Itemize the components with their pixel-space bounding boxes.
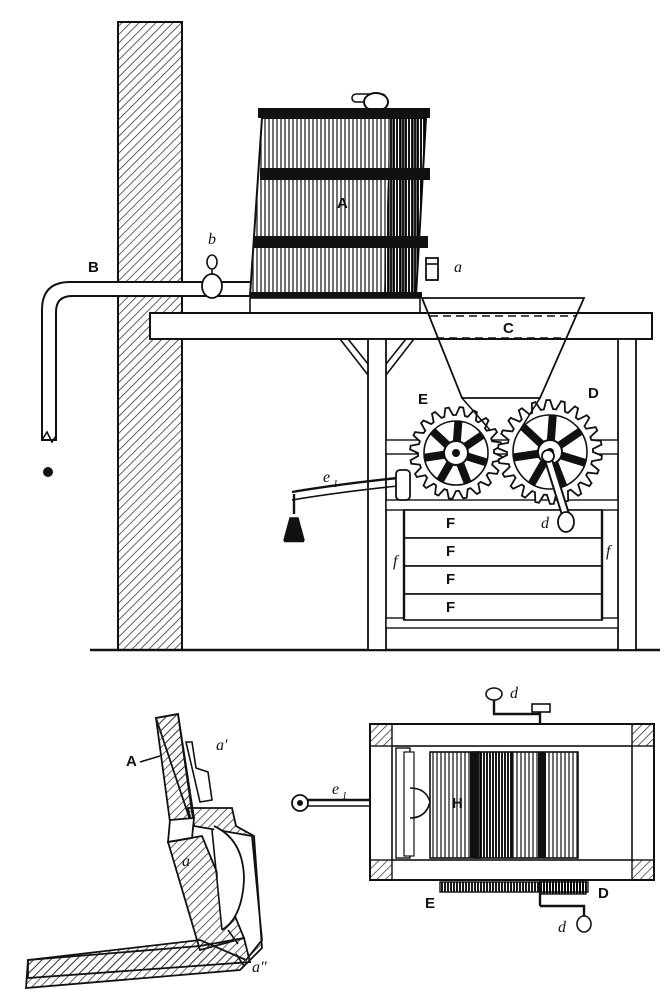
label-gear-e-plan: E — [425, 895, 435, 912]
label-valve-b: b — [208, 231, 216, 248]
crank-d-top — [485, 687, 551, 724]
crank-d-bottom — [538, 880, 592, 933]
crank-d — [541, 449, 575, 533]
label-valve-a: a — [454, 259, 462, 276]
label-board-f: F — [446, 515, 455, 532]
label-a-prime: a′ — [216, 737, 228, 754]
label-gear-e: E — [418, 391, 428, 408]
gear-strip — [439, 879, 589, 895]
lever-e1-plan — [291, 794, 370, 812]
label-pipe-b: B — [88, 259, 99, 276]
label-lever-e-plan: e — [332, 781, 339, 798]
label-lever-sub: 1 — [333, 479, 338, 490]
roller-h — [429, 751, 579, 859]
label-vat-a: A — [337, 195, 348, 212]
label-board-f: F — [446, 543, 455, 560]
label-gear-d-plan: D — [598, 885, 609, 902]
label-roller-h: H — [452, 795, 463, 812]
label-wall-a: A — [126, 753, 137, 770]
figure-3-plan: d d e 1 H E D — [291, 685, 655, 936]
label-post-f-left: f — [393, 553, 400, 570]
label-a: a — [182, 853, 190, 870]
label-lever-e: e — [323, 469, 330, 486]
label-crank-d-bottom: d — [558, 919, 567, 936]
label-post-f-right: f — [606, 543, 613, 560]
boards-f — [402, 509, 604, 621]
gear-e — [409, 406, 503, 500]
table-frame — [339, 338, 637, 651]
vat-a — [248, 92, 439, 315]
label-hopper-c: C — [503, 320, 514, 337]
label-a-double-prime: a″ — [252, 959, 267, 976]
label-crank-d: d — [541, 515, 550, 532]
pipe-b — [41, 281, 250, 441]
drip — [43, 467, 53, 477]
table-top — [149, 312, 653, 340]
label-gear-d: D — [588, 385, 599, 402]
label-board-f: F — [446, 571, 455, 588]
label-crank-d-top: d — [510, 685, 519, 702]
label-lever-sub-plan: 1 — [342, 791, 347, 802]
label-board-f: F — [446, 599, 455, 616]
figure-2-section: A a′ a a″ — [25, 712, 267, 989]
valve-b — [201, 254, 223, 299]
figure-1-elevation: A B b a C E D d e 1 f f F F F F — [41, 21, 660, 652]
lever-e1 — [283, 469, 411, 543]
